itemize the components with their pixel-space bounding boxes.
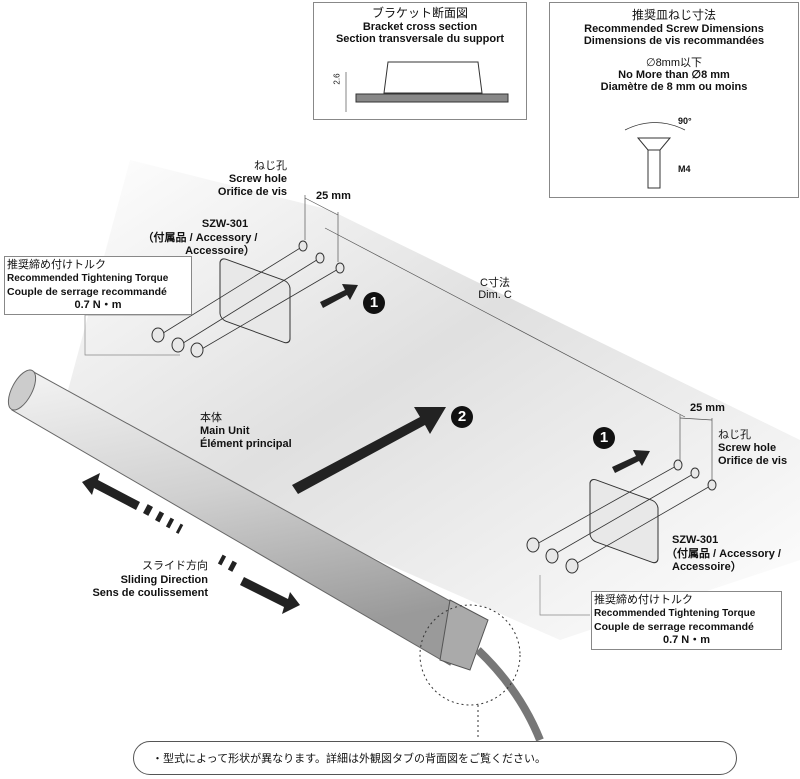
torque-right-value: 0.7 N・m [662, 634, 711, 646]
arrow-2-icon [292, 407, 446, 494]
right-bracket [526, 459, 717, 616]
main-unit-jp: 本体 [200, 412, 222, 424]
left-accessory-2: Accessoire） [185, 245, 255, 257]
bracket-section-title-en: Bracket cross section [362, 21, 478, 33]
dim-c-en: Dim. C [478, 289, 512, 301]
slide-direction-en: Sliding Direction [120, 574, 208, 586]
bracket-section-drawing [345, 61, 509, 112]
screw-angle: 90° [678, 116, 692, 126]
slide-arrow-icon [82, 473, 300, 614]
right-accessory-2: Accessoire） [672, 561, 742, 573]
left-pitch: 25 mm [316, 190, 351, 202]
torque-left-value: 0.7 N・m [74, 299, 122, 311]
torque-right-jp: 推奨締め付けトルク [594, 594, 693, 606]
right-screw-hole-fr: Orifice de vis [718, 455, 788, 467]
left-model: SZW-301 [201, 218, 249, 230]
torque-left-panel: 推奨締め付けトルク Recommended Tightening Torque … [4, 256, 192, 315]
main-unit-bar [7, 369, 544, 742]
screw-dia-en: No More than ∅8 mm [618, 69, 730, 81]
detail-circle [419, 604, 521, 706]
step-1-left-badge: 1 [363, 292, 385, 314]
main-unit-fr: Élément principal [200, 438, 292, 450]
bracket-section-title-fr: Section transversale du support [335, 33, 505, 45]
dim-c-line [324, 227, 686, 418]
step-2-badge: 2 [451, 406, 473, 428]
left-accessory-1: （付属品 / Accessory / [142, 232, 258, 244]
screw-dia-jp: ∅8mm以下 [645, 57, 703, 69]
left-bracket [84, 240, 345, 358]
right-accessory-1: （付属品 / Accessory / [666, 548, 781, 560]
bracket-thickness-dim: 2.6 [332, 73, 342, 85]
right-pitch: 25 mm [690, 402, 725, 414]
left-screw-hole-en: Screw hole [228, 173, 287, 185]
screw-title-fr: Dimensions de vis recommandées [583, 35, 765, 47]
torque-left-jp: 推奨締め付けトルク [7, 259, 106, 271]
slide-direction-fr: Sens de coulissement [92, 587, 208, 599]
right-screw-hole-jp: ねじ孔 [718, 429, 751, 441]
screw-title-jp: 推奨皿ねじ寸法 [631, 8, 716, 22]
screw-dia-fr: Diamètre de 8 mm ou moins [600, 81, 748, 93]
dim-c-jp: C寸法 [480, 277, 510, 289]
slide-direction-jp: スライド方向 [142, 560, 208, 572]
screw-thread: M4 [678, 164, 691, 174]
bracket-section-panel: ブラケット断面図 Bracket cross section Section t… [313, 2, 527, 120]
left-screw-hole-jp: ねじ孔 [254, 160, 287, 172]
screw-dimensions-panel: 推奨皿ねじ寸法 Recommended Screw Dimensions Dim… [549, 2, 799, 198]
left-screw-hole-fr: Orifice de vis [217, 186, 287, 198]
right-model: SZW-301 [672, 534, 719, 546]
screw-drawing [624, 122, 686, 189]
step-1-right-badge: 1 [593, 427, 615, 449]
main-unit-en: Main Unit [200, 425, 250, 437]
bracket-section-title-jp: ブラケット断面図 [371, 6, 468, 20]
torque-right-en: Recommended Tightening Torque [594, 608, 756, 619]
right-screw-hole-en: Screw hole [718, 442, 777, 454]
torque-left-en: Recommended Tightening Torque [7, 273, 169, 284]
torque-left-fr: Couple de serrage recommandé [7, 286, 167, 298]
note-banner: ・型式によって形状が異なります。詳細は外観図タブの背面図をご覧ください。 [133, 741, 737, 775]
torque-right-panel: 推奨締め付けトルク Recommended Tightening Torque … [591, 591, 782, 650]
torque-right-fr: Couple de serrage recommandé [594, 621, 754, 633]
arrow-1-left-icon [320, 284, 358, 308]
arrow-1-right-icon [612, 450, 650, 473]
screw-title-en: Recommended Screw Dimensions [584, 23, 764, 35]
